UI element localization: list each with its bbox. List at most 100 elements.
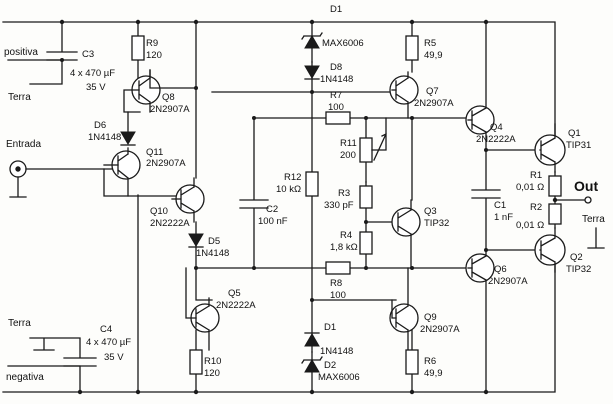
q11-type: 2N2907A bbox=[146, 158, 186, 169]
q11-transistor bbox=[103, 150, 141, 197]
label-positiva: positiva bbox=[4, 47, 38, 58]
q10-transistor bbox=[171, 177, 205, 223]
d2-type: MAX6006 bbox=[318, 372, 360, 383]
r11-potentiometer bbox=[359, 117, 387, 183]
q1-ref: Q1 bbox=[568, 128, 581, 139]
r5-value: 49,9 bbox=[424, 50, 443, 61]
r10-resistor bbox=[189, 329, 203, 393]
q8-transistor bbox=[123, 69, 161, 113]
q5-type: 2N2222A bbox=[216, 300, 256, 311]
r4-resistor bbox=[359, 221, 373, 269]
input-connector bbox=[9, 160, 119, 198]
d8-ref: D8 bbox=[330, 62, 342, 73]
d2-ref: D2 bbox=[324, 360, 336, 371]
d6-ref: D6 bbox=[94, 120, 106, 131]
c3-voltage: 35 V bbox=[86, 82, 106, 93]
r3-value: 330 pF bbox=[324, 200, 354, 211]
c1-value: 1 nF bbox=[494, 212, 513, 223]
r7-ref: R7 bbox=[330, 90, 342, 101]
q9-type: 2N2907A bbox=[420, 324, 460, 335]
label-entrada: Entrada bbox=[6, 139, 41, 150]
q9-ref: Q9 bbox=[424, 312, 437, 323]
d5-ref: D5 bbox=[208, 236, 220, 247]
r1-value: 0,01 Ω bbox=[516, 182, 544, 193]
q5-transistor bbox=[185, 267, 220, 351]
q4-type: 2N2222A bbox=[476, 134, 516, 145]
r11-ref: R11 bbox=[340, 138, 357, 149]
r3-ref: R3 bbox=[338, 188, 350, 199]
q6-type: 2N2907A bbox=[488, 276, 528, 287]
c2-capacitor bbox=[239, 117, 269, 269]
r12-ref: R12 bbox=[284, 172, 301, 183]
q3-transistor bbox=[391, 117, 421, 269]
r2-resistor bbox=[548, 199, 562, 229]
label-terra-right: Terra bbox=[582, 214, 605, 225]
r3-resistor bbox=[359, 181, 373, 223]
q2-ref: Q2 bbox=[570, 252, 583, 263]
c3-ref: C3 bbox=[82, 49, 94, 60]
d8-type: 1N4148 bbox=[320, 74, 353, 85]
q7-ref: Q7 bbox=[426, 86, 439, 97]
label-terra-top: Terra bbox=[8, 92, 31, 103]
d6-diode bbox=[120, 111, 136, 153]
c4-ref: C4 bbox=[100, 324, 112, 335]
r5-ref: R5 bbox=[424, 38, 436, 49]
r9-ref: R9 bbox=[146, 38, 158, 49]
q8-type: 2N2907A bbox=[150, 104, 190, 115]
label-negativa: negativa bbox=[6, 372, 44, 383]
d5-type: 1N4148 bbox=[196, 248, 229, 259]
q6-ref: Q6 bbox=[494, 264, 507, 275]
r8-resistor bbox=[195, 261, 469, 275]
q1-transistor bbox=[534, 123, 566, 173]
r8-ref: R8 bbox=[330, 278, 342, 289]
r2-ref: R2 bbox=[530, 202, 542, 213]
r9-value: 120 bbox=[146, 50, 162, 61]
terra-right-ground bbox=[587, 227, 605, 249]
d1-bottom-type: 1N4148 bbox=[320, 346, 353, 357]
q7-transistor bbox=[389, 71, 419, 119]
c1-capacitor bbox=[471, 149, 501, 251]
d8-diode bbox=[304, 61, 320, 93]
d1-bottom-ref: D1 bbox=[324, 322, 336, 333]
r4-value: 1,8 kΩ bbox=[330, 242, 358, 253]
r10-ref: R10 bbox=[204, 356, 221, 367]
r12-value: 10 kΩ bbox=[276, 184, 301, 195]
q5-ref: Q5 bbox=[228, 288, 241, 299]
r6-value: 49,9 bbox=[424, 368, 443, 379]
r7-resistor bbox=[253, 111, 469, 125]
q6-transistor bbox=[465, 249, 495, 393]
r1-ref: R1 bbox=[530, 170, 542, 181]
q3-type: TIP32 bbox=[424, 218, 449, 229]
q10-ref: Q10 bbox=[150, 206, 168, 217]
q4-transistor bbox=[465, 21, 495, 151]
negative-rail bbox=[2, 261, 556, 393]
q2-transistor bbox=[534, 227, 566, 273]
c3-value: 4 x 470 µF bbox=[70, 68, 115, 79]
c4-voltage: 35 V bbox=[104, 352, 124, 363]
label-out: Out bbox=[574, 178, 598, 194]
r1-resistor bbox=[548, 171, 562, 201]
c2-ref: C2 bbox=[266, 204, 278, 215]
r2-value: 0,01 Ω bbox=[516, 220, 544, 231]
c1-ref: C1 bbox=[494, 200, 506, 211]
d2-zener bbox=[301, 351, 323, 393]
label-terra-bottom: Terra bbox=[8, 318, 31, 329]
d1-zener-top bbox=[301, 21, 323, 63]
r10-value: 120 bbox=[204, 368, 220, 379]
r5-resistor bbox=[405, 21, 419, 73]
d1-diode-bottom bbox=[304, 299, 320, 353]
positive-rail bbox=[2, 21, 556, 141]
r6-ref: R6 bbox=[424, 356, 436, 367]
q2-type: TIP32 bbox=[566, 264, 591, 275]
q3-ref: Q3 bbox=[424, 206, 437, 217]
q11-ref: Q11 bbox=[146, 147, 163, 158]
q8-ref: Q8 bbox=[162, 92, 175, 103]
q7-type: 2N2907A bbox=[414, 98, 454, 109]
r4-ref: R4 bbox=[340, 230, 352, 241]
q4-ref: Q4 bbox=[490, 122, 503, 133]
r8-value: 100 bbox=[330, 290, 346, 301]
q9-transistor bbox=[389, 267, 419, 351]
d5-diode bbox=[188, 221, 204, 269]
